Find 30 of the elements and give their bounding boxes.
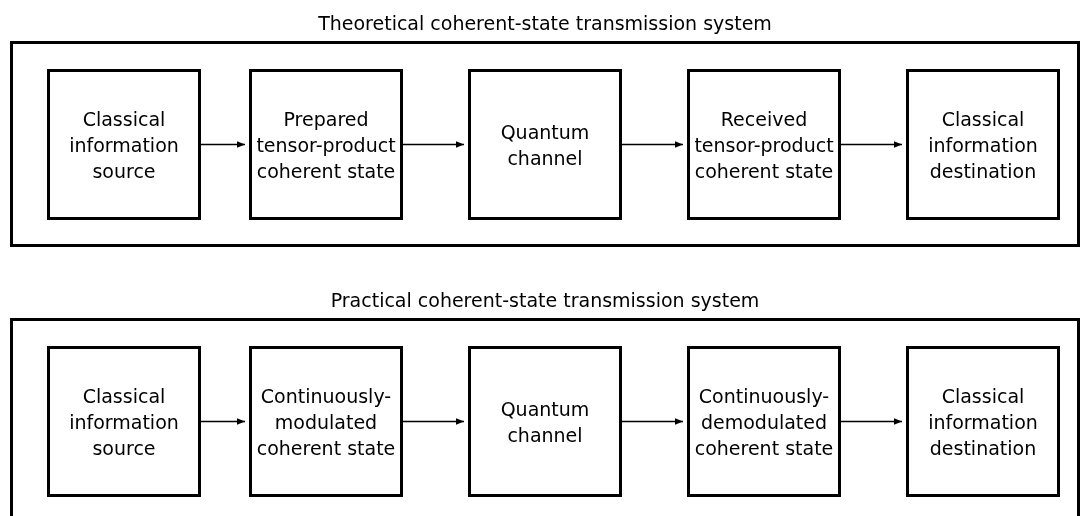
box-label: Classical information destination	[927, 383, 1039, 461]
box-label: Quantum channel	[499, 396, 591, 448]
process-box	[687, 69, 841, 220]
panel-heading: Theoretical coherent-state transmission system	[317, 11, 773, 36]
box-label: Quantum channel	[499, 119, 591, 171]
arrow	[198, 418, 246, 425]
box-label: Continuously-modulated coherent state	[256, 383, 396, 461]
box-label: Classical information source	[68, 106, 180, 184]
box-label: Classical information destination	[927, 106, 1039, 184]
arrow	[619, 418, 684, 425]
process-box	[468, 69, 622, 220]
arrow	[838, 141, 903, 148]
process-box	[249, 346, 403, 497]
panel-heading: Practical coherent-state transmission system	[329, 288, 761, 313]
arrow	[619, 141, 684, 148]
arrow	[400, 141, 465, 148]
process-box	[687, 346, 841, 497]
arrow	[198, 141, 246, 148]
process-box	[906, 69, 1060, 220]
process-box	[47, 346, 201, 497]
box-label: Received tensor-product coherent state	[694, 106, 834, 184]
box-label: Classical information source	[68, 383, 180, 461]
process-box	[468, 346, 622, 497]
box-label: Continuously-demodulated coherent state	[694, 383, 834, 461]
process-box	[47, 69, 201, 220]
process-box	[249, 69, 403, 220]
arrow	[838, 418, 903, 425]
arrow	[400, 418, 465, 425]
box-label: Prepared tensor-product coherent state	[256, 106, 396, 184]
process-box	[906, 346, 1060, 497]
